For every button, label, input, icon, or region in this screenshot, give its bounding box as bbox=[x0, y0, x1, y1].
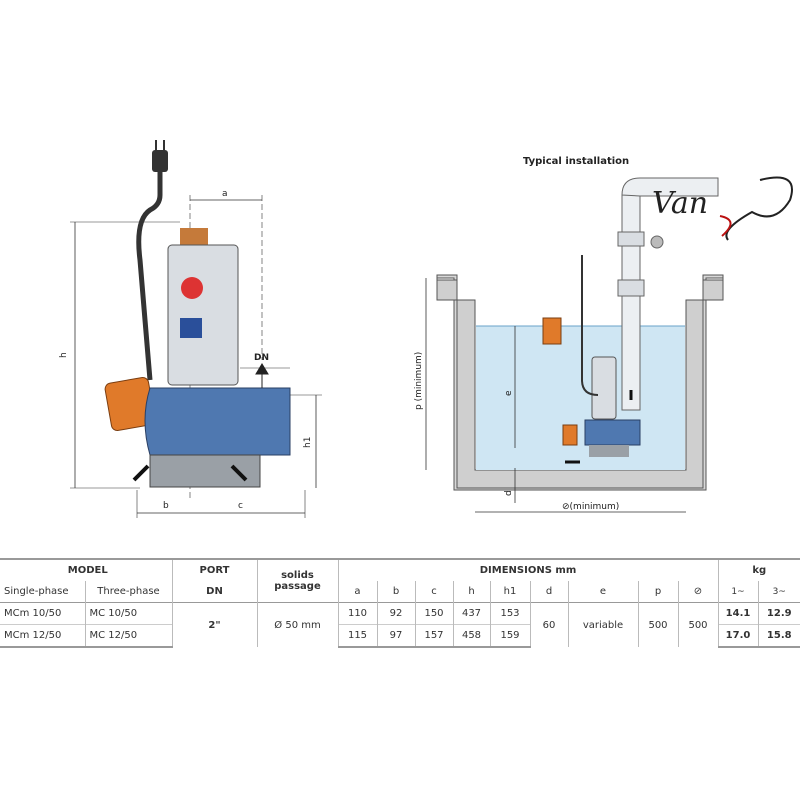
drawings: h a DN h1 b c bbox=[59, 140, 793, 518]
table-row: MCm 10/50 MC 10/50 2" Ø 50 mm 110 92 150… bbox=[0, 602, 800, 647]
kg1-value: 17.0 bbox=[717, 624, 758, 648]
kg3-value: 15.8 bbox=[757, 624, 800, 648]
kg1-value: 14.1 bbox=[717, 602, 758, 625]
three-phase-model: MC 10/50 bbox=[84, 602, 172, 625]
port-value: 2" bbox=[171, 602, 257, 647]
solids-value: Ø 50 mm bbox=[256, 602, 338, 647]
col-width: ⊘ bbox=[677, 581, 718, 603]
table-row: MCm 12/50 MC 12/50 115 97 157 458 159 17… bbox=[0, 624, 800, 648]
h-value: 458 bbox=[452, 624, 490, 648]
col-d: d bbox=[529, 581, 568, 603]
b-value: 92 bbox=[376, 602, 415, 625]
dim-p-label: p (minimum) bbox=[414, 352, 424, 410]
model-header: MODEL bbox=[0, 558, 172, 581]
dim-h1-label: h1 bbox=[303, 437, 313, 448]
solids-header: solids passage bbox=[256, 558, 338, 603]
three-phase-model: MC 12/50 bbox=[84, 624, 172, 648]
col-b: b bbox=[376, 581, 415, 603]
installation-title: Typical installation bbox=[523, 156, 629, 167]
col-h1: h1 bbox=[489, 581, 530, 603]
a-value: 115 bbox=[337, 624, 377, 648]
d-value: 60 bbox=[529, 602, 568, 647]
h1-value: 159 bbox=[489, 624, 530, 648]
a-value: 110 bbox=[337, 602, 377, 625]
dim-width-label: ⊘(minimum) bbox=[562, 502, 619, 512]
kg-header: kg bbox=[717, 558, 800, 581]
port-dn-header: DN bbox=[171, 581, 257, 603]
dim-a-label: a bbox=[222, 189, 228, 199]
col-a: a bbox=[337, 581, 377, 603]
spec-table: MODEL PORT solids passage DIMENSIONS mm … bbox=[0, 558, 800, 648]
vano-logo: Van bbox=[652, 186, 708, 221]
e-value: variable bbox=[567, 602, 638, 647]
p-value: 500 bbox=[637, 602, 678, 647]
single-phase-header: Single-phase bbox=[4, 586, 69, 597]
h1-value: 153 bbox=[489, 602, 530, 625]
dimensions-header: DIMENSIONS mm bbox=[337, 558, 718, 581]
dim-c-label: c bbox=[238, 501, 243, 511]
three-phase-header: Three-phase bbox=[84, 581, 172, 603]
col-kg3: 3~ bbox=[757, 581, 800, 603]
dim-dn-label: DN bbox=[254, 353, 269, 363]
dim-d-label: d bbox=[504, 490, 514, 496]
col-e: e bbox=[567, 581, 638, 603]
kg3-value: 12.9 bbox=[757, 602, 800, 625]
width-value: 500 bbox=[677, 602, 718, 647]
single-phase-model: MCm 10/50 bbox=[0, 602, 85, 625]
h-value: 437 bbox=[452, 602, 490, 625]
col-h: h bbox=[452, 581, 490, 603]
c-value: 157 bbox=[414, 624, 453, 648]
col-kg1: 1~ bbox=[717, 581, 758, 603]
installation-drawing: Typical installation p (minimum) e d bbox=[414, 156, 793, 513]
b-value: 97 bbox=[376, 624, 415, 648]
col-p: p bbox=[637, 581, 678, 603]
col-c: c bbox=[414, 581, 453, 603]
pump-drawing: h a DN h1 b c bbox=[59, 140, 322, 518]
port-header: PORT bbox=[171, 558, 257, 581]
dim-e-label: e bbox=[504, 390, 514, 396]
dim-b-label: b bbox=[163, 501, 169, 511]
dim-h-label: h bbox=[59, 352, 69, 358]
single-phase-model: MCm 12/50 bbox=[0, 624, 85, 648]
c-value: 150 bbox=[414, 602, 453, 625]
